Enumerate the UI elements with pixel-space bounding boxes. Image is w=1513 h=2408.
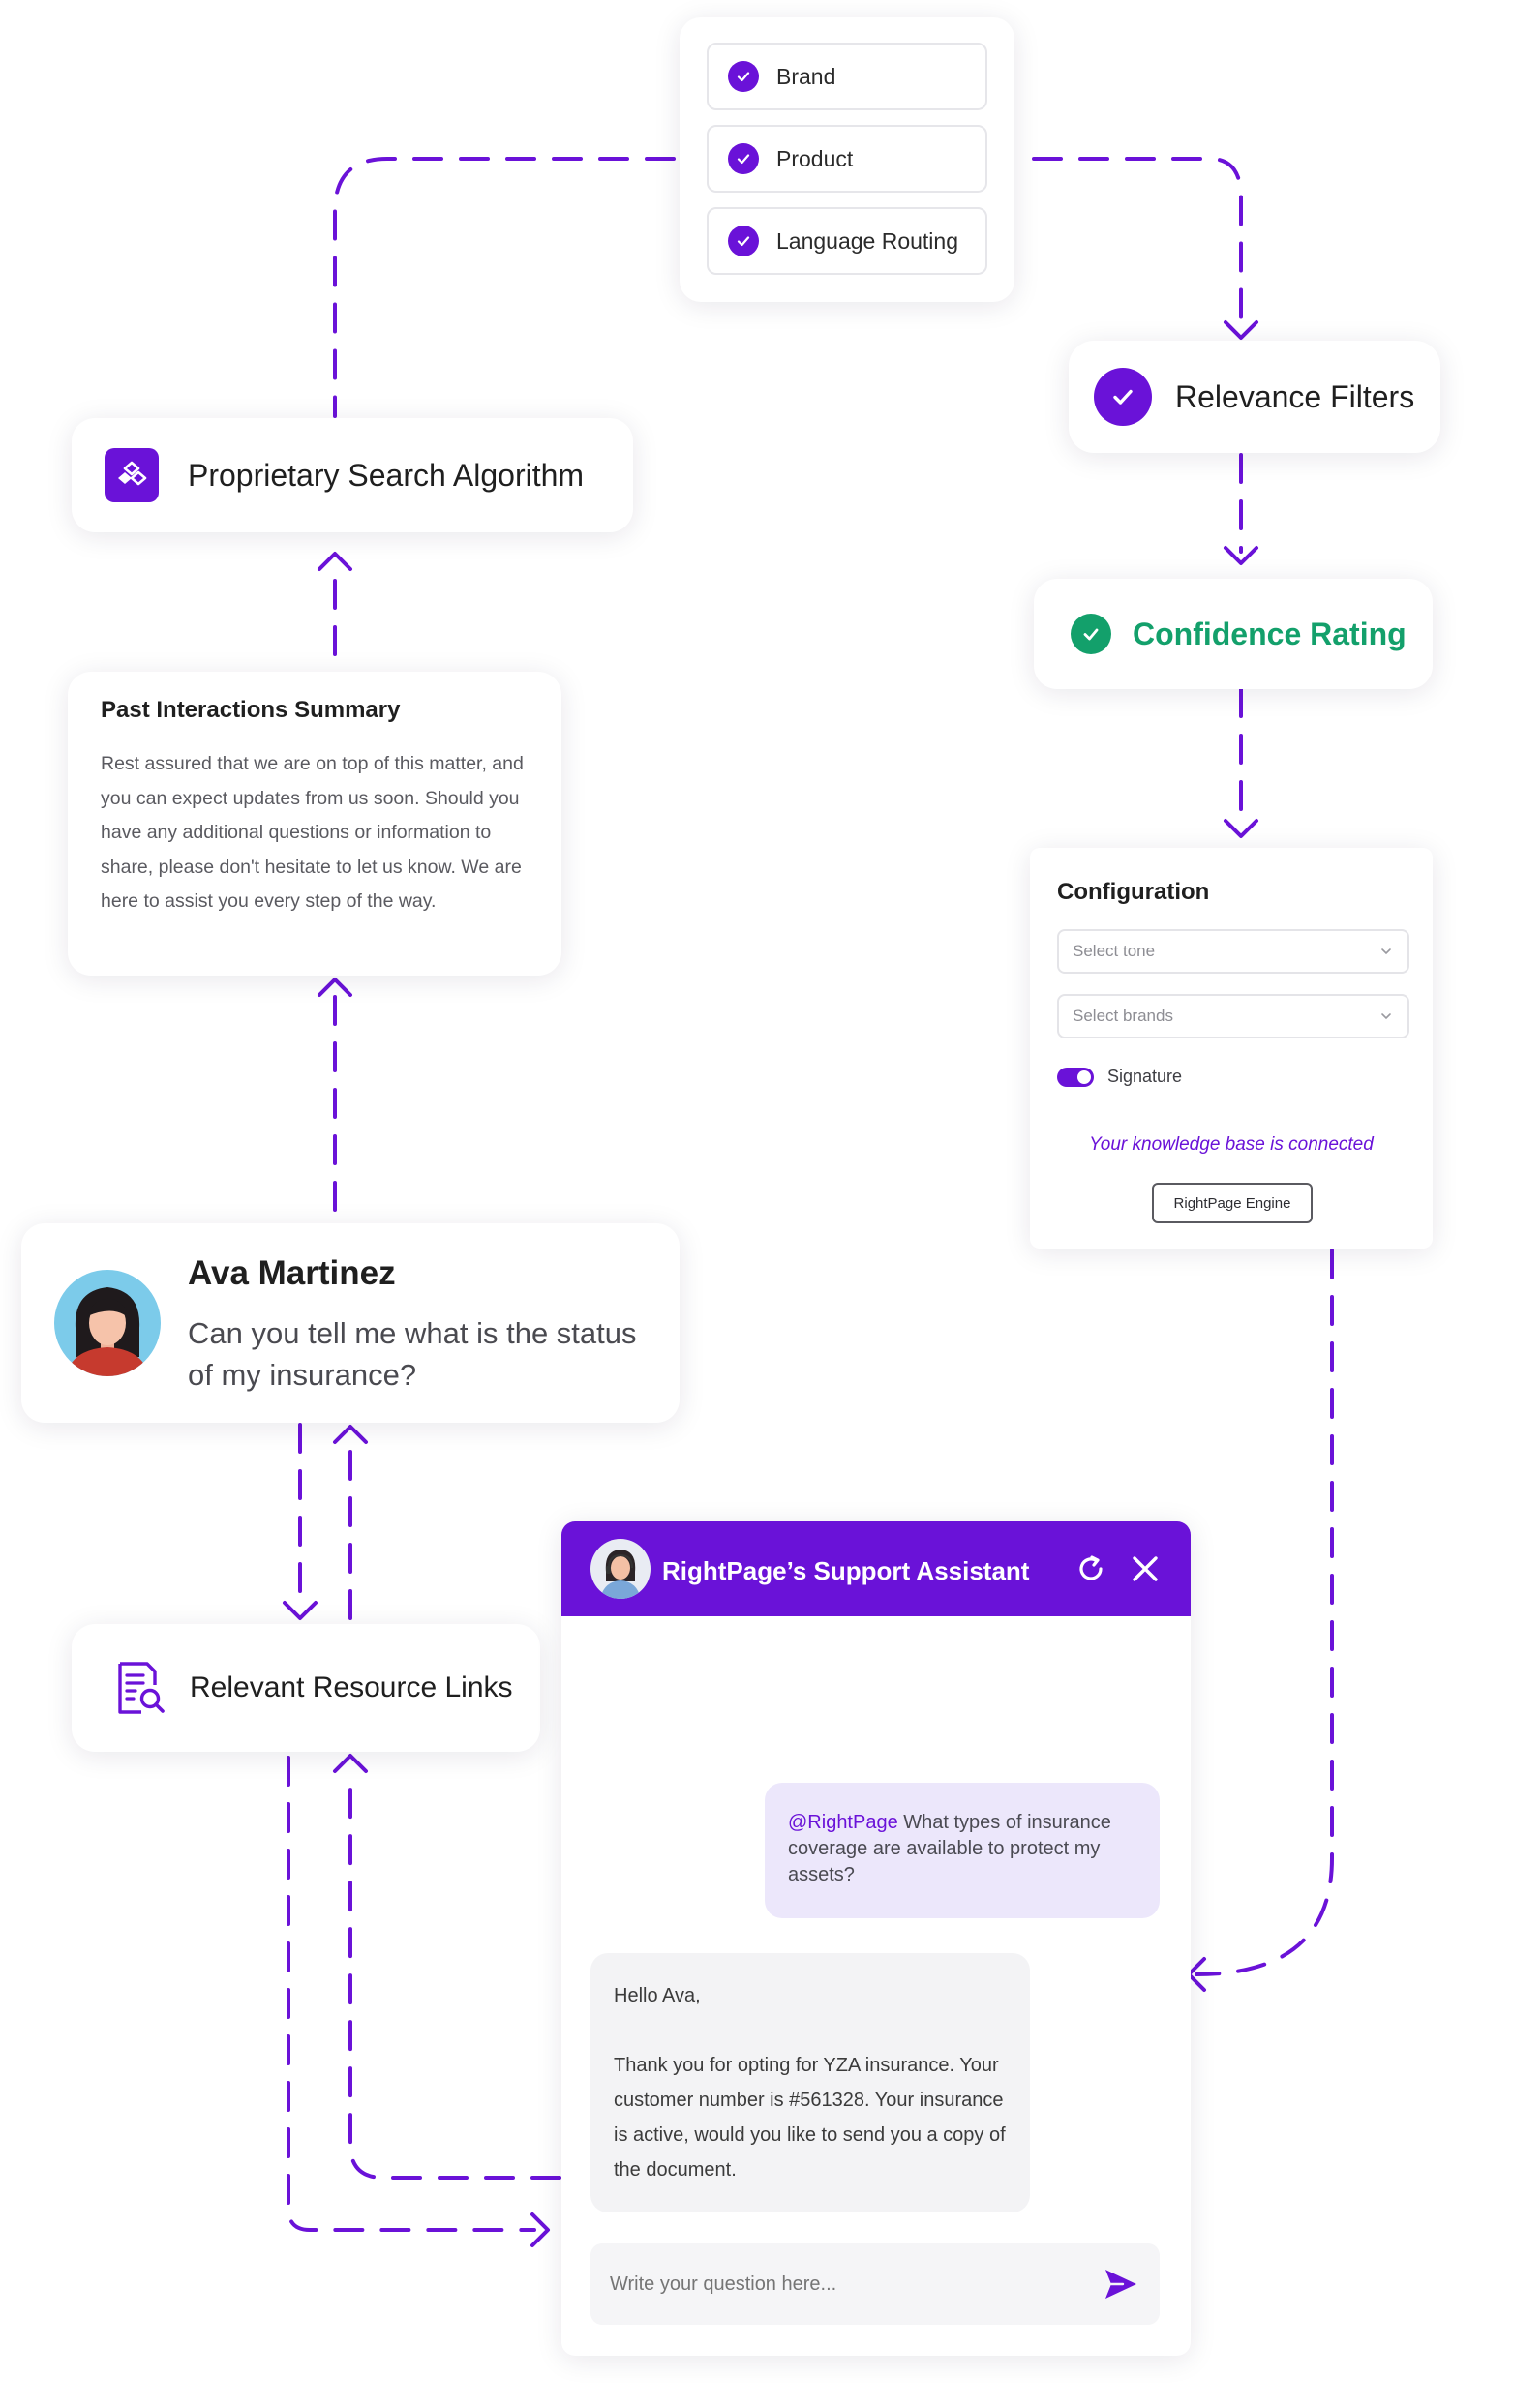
user-mention: @RightPage [788, 1812, 898, 1833]
resource-links-label: Relevant Resource Links [190, 1671, 513, 1703]
chat-title: RightPage’s Support Assistant [662, 1556, 1030, 1585]
arrowhead-config [1224, 819, 1258, 838]
customer-query-card: Ava Martinez Can you tell me what is the… [21, 1223, 680, 1423]
algorithm-logo-icon [105, 448, 159, 502]
configuration-title: Configuration [1057, 879, 1210, 905]
checklist-item-label: Product [776, 145, 854, 171]
search-algorithm-label: Proprietary Search Algorithm [188, 457, 585, 493]
green-check-icon [1071, 614, 1111, 654]
chat-question-input[interactable] [590, 2243, 1065, 2325]
arrowhead-summary [318, 978, 352, 997]
past-interactions-card: Past Interactions Summary Rest assured t… [68, 672, 561, 976]
select-brands-dropdown[interactable]: Select brands [1057, 994, 1409, 1038]
signature-toggle[interactable] [1057, 1067, 1094, 1087]
arrowhead-relevance [1224, 320, 1258, 340]
chevron-down-icon [1381, 948, 1391, 955]
select-tone-dropdown[interactable]: Select tone [1057, 929, 1409, 974]
select-brands-placeholder: Select brands [1073, 1007, 1173, 1025]
connector-config-to-chat [1195, 1249, 1334, 1976]
resource-links-card: Relevant Resource Links [72, 1624, 540, 1752]
document-search-icon [112, 1660, 168, 1716]
arrowhead-resources-down [283, 1601, 318, 1620]
chat-input-bar [590, 2243, 1160, 2325]
relevance-filters-card: Relevance Filters [1069, 341, 1440, 453]
connector-resources-to-chat [287, 1756, 536, 2232]
signature-toggle-row: Signature [1057, 1067, 1182, 1087]
signature-label: Signature [1107, 1067, 1183, 1086]
configuration-card: Configuration Select tone Select brands … [1030, 848, 1433, 1249]
knowledge-base-status: Your knowledge base is connected [1089, 1134, 1374, 1155]
select-tone-placeholder: Select tone [1073, 942, 1156, 960]
checklist-item-language-routing[interactable]: Language Routing [707, 207, 987, 275]
past-interactions-body: Rest assured that we are on top of this … [101, 753, 524, 912]
toggle-knob [1077, 1069, 1091, 1084]
connector-chat-to-resources [348, 1771, 561, 2180]
confidence-rating-label: Confidence Rating [1133, 616, 1407, 651]
check-circle-icon [1094, 368, 1152, 426]
checklist-item-label: Brand [776, 63, 836, 89]
customer-avatar [54, 1270, 161, 1376]
checklist-item-label: Language Routing [776, 227, 958, 254]
connector-checklist-to-relevance [1032, 157, 1243, 326]
support-chat-widget: RightPage’s Support Assistant @RightPage… [561, 1521, 1191, 2356]
rightpage-engine-button[interactable]: RightPage Engine [1152, 1183, 1313, 1223]
check-icon [728, 143, 759, 174]
user-message-text: What types of insurance coverage are ava… [788, 1812, 1111, 1885]
relevance-filters-label: Relevance Filters [1175, 378, 1415, 414]
search-algorithm-card: Proprietary Search Algorithm [72, 418, 633, 532]
check-icon [728, 226, 759, 256]
checklist-item-product[interactable]: Product [707, 125, 987, 193]
chat-header: RightPage’s Support Assistant [561, 1521, 1191, 1616]
arrowhead-resources-up [333, 1754, 368, 1773]
arrowhead-algorithm [318, 552, 352, 571]
reply-greeting: Hello Ava, [614, 1985, 701, 2006]
connector-checklist-to-algorithm [333, 157, 676, 418]
checklist-item-brand[interactable]: Brand [707, 43, 987, 110]
arrowhead-confidence [1224, 546, 1258, 565]
customer-question: Can you tell me what is the status of my… [188, 1316, 637, 1392]
chevron-down-icon [1381, 1013, 1391, 1020]
past-interactions-title: Past Interactions Summary [101, 697, 401, 723]
reply-body: Thank you for opting for YZA insurance. … [614, 2055, 1006, 2181]
assistant-avatar [590, 1539, 651, 1599]
confidence-rating-card: Confidence Rating [1034, 579, 1433, 689]
customer-name: Ava Martinez [188, 1254, 396, 1292]
refresh-icon[interactable] [1074, 1552, 1107, 1585]
assistant-reply-bubble: Hello Ava, Thank you for opting for YZA … [590, 1953, 1030, 2212]
user-message-bubble: @RightPage What types of insurance cover… [765, 1783, 1160, 1918]
close-icon[interactable] [1129, 1552, 1162, 1585]
check-icon [728, 61, 759, 92]
filter-checklist-card: Brand Product Language Routing [680, 17, 1014, 302]
send-icon[interactable] [1102, 2265, 1140, 2303]
arrowhead-customer-up [333, 1425, 368, 1444]
arrowhead-chat-left [530, 2212, 550, 2247]
